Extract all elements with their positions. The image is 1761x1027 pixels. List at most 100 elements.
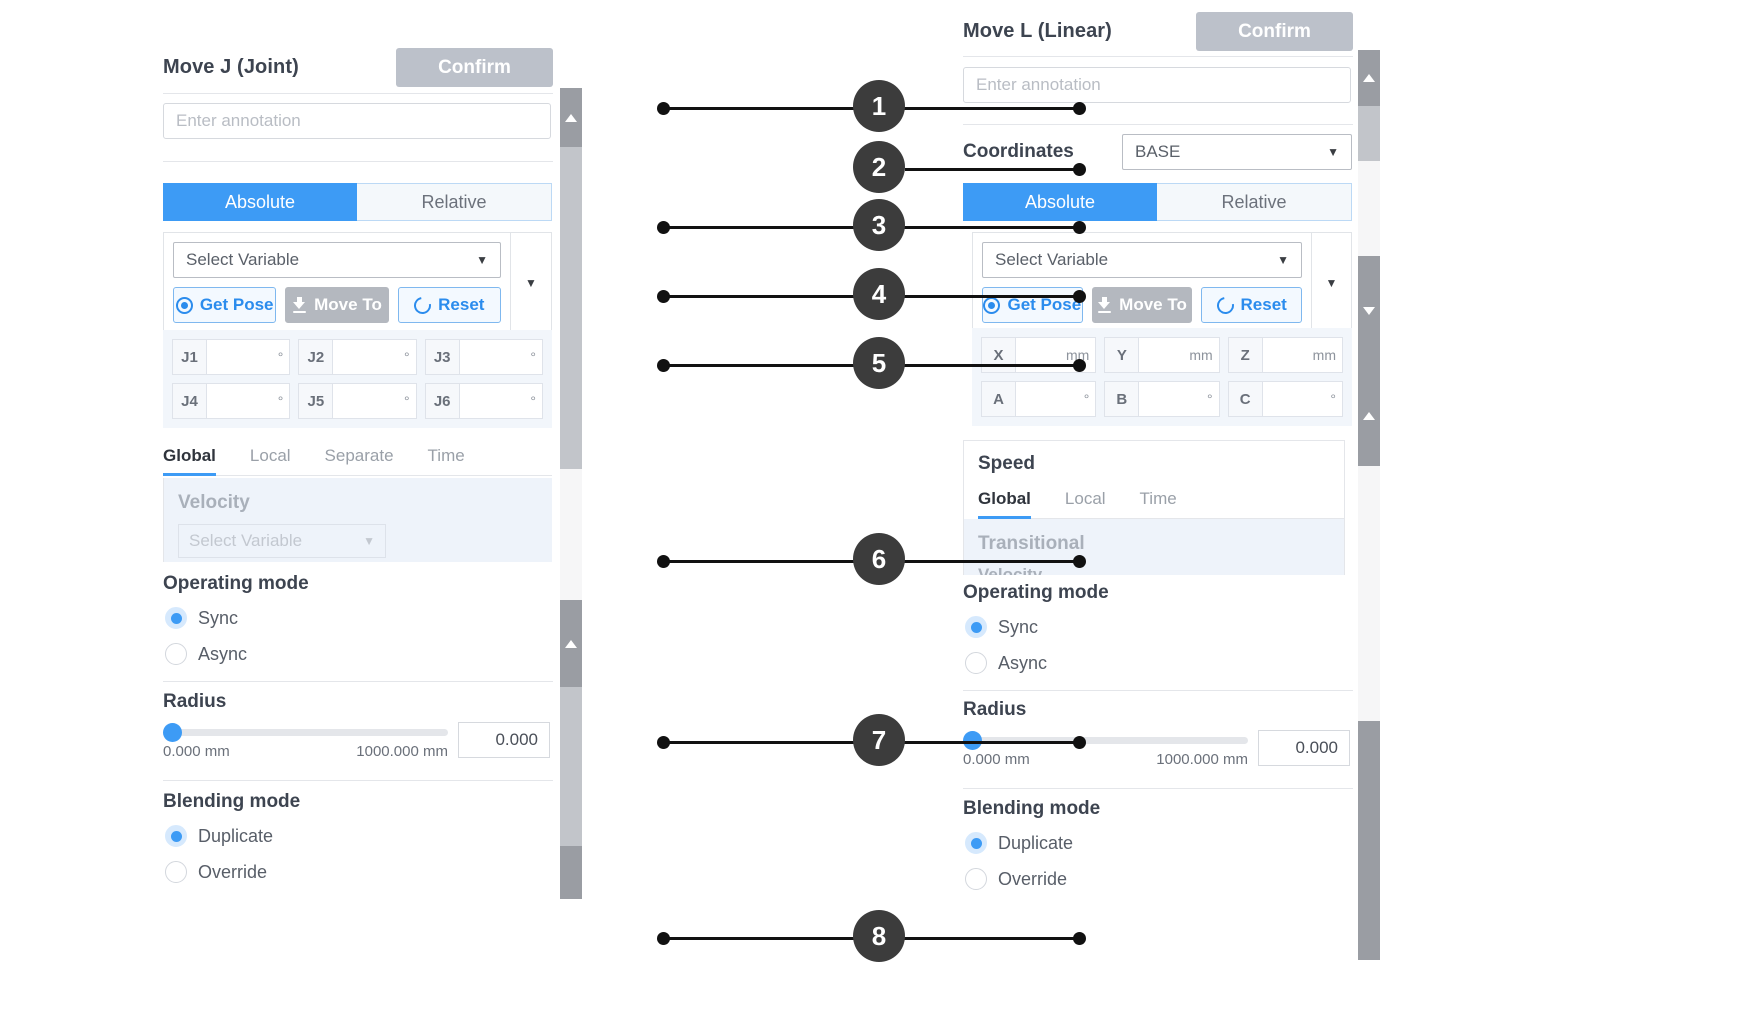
move-l-tab-local[interactable]: Local [1064, 489, 1106, 508]
divider [163, 780, 553, 781]
move-l-operating-mode-sync[interactable]: Sync [965, 616, 1038, 638]
callout-line-left-7 [662, 741, 842, 744]
target-icon [983, 296, 1001, 314]
download-icon [1097, 297, 1112, 313]
move-j-select-variable[interactable]: Select Variable ▼ [173, 242, 501, 278]
move-l-blending-mode-override[interactable]: Override [965, 868, 1067, 890]
scrollbar-thumb[interactable] [1358, 106, 1380, 161]
move-j-tab-time[interactable]: Time [427, 446, 465, 465]
move-j-radius-value-input[interactable]: 0.000 [458, 722, 550, 758]
move-l-confirm-button[interactable]: Confirm [1196, 12, 1353, 51]
scrollbar-up-arrow-2[interactable] [1358, 366, 1380, 466]
move-j-get-pose-button[interactable]: Get Pose [173, 287, 277, 323]
move-j-confirm-button[interactable]: Confirm [396, 48, 553, 87]
move-l-speed-card: Speed Global Local Time Transitional Vel… [963, 440, 1345, 575]
move-l-annotation-input[interactable] [963, 67, 1351, 103]
pose-field-y[interactable]: Y mm [1104, 337, 1220, 373]
chevron-up-icon [1363, 412, 1375, 420]
move-j-operating-mode-sync[interactable]: Sync [165, 607, 238, 629]
callout-line-left-1 [662, 107, 842, 110]
chevron-down-icon [1363, 307, 1375, 315]
move-j-get-pose-label: Get Pose [199, 295, 274, 314]
scrollbar-down-arrow-2[interactable] [1358, 721, 1380, 960]
move-j-radius-title: Radius [163, 691, 227, 712]
move-j-blending-mode-override[interactable]: Override [165, 861, 267, 883]
scrollbar-thumb[interactable] [560, 147, 582, 469]
move-l-radius-min: 0.000 mm [963, 751, 1030, 768]
divider [163, 93, 553, 94]
move-j-scrollbar[interactable] [560, 88, 582, 899]
move-j-velocity-box: Velocity Select Variable ▼ [163, 478, 552, 562]
joint-field-j4[interactable]: J4 ° [172, 383, 291, 419]
move-j-blending-mode-duplicate[interactable]: Duplicate [165, 825, 273, 847]
move-l-operating-mode-async[interactable]: Async [965, 652, 1047, 674]
move-l-select-variable[interactable]: Select Variable ▼ [982, 242, 1302, 278]
joint-field-j5[interactable]: J5 ° [298, 383, 417, 419]
move-l-tab-time[interactable]: Time [1139, 489, 1177, 508]
scrollbar-track[interactable] [560, 469, 582, 600]
move-l-get-pose-button[interactable]: Get Pose [982, 287, 1083, 323]
move-l-expand-toggle[interactable]: ▼ [1312, 232, 1352, 333]
move-j-tab-relative[interactable]: Relative [357, 183, 552, 221]
joint-field-j5-unit: ° [404, 393, 410, 409]
radio-icon [965, 616, 987, 638]
move-j-expand-toggle[interactable]: ▼ [511, 232, 552, 333]
scrollbar-track[interactable] [1358, 466, 1380, 721]
scrollbar-up-arrow[interactable] [1358, 50, 1380, 106]
callout-badge-6: 6 [853, 533, 905, 585]
move-l-select-variable-value: Select Variable [995, 250, 1109, 269]
refresh-icon [1213, 293, 1237, 317]
scrollbar-up-arrow[interactable] [560, 88, 582, 147]
move-l-reset-button[interactable]: Reset [1201, 287, 1303, 323]
scrollbar-end-arrow[interactable] [560, 846, 582, 899]
pose-field-a[interactable]: A ° [981, 381, 1097, 417]
move-j-blending-override-label: Override [198, 861, 268, 882]
pose-field-c-label: C [1228, 382, 1263, 416]
move-j-radius-slider[interactable] [163, 723, 448, 742]
move-l-coordinates-select[interactable]: BASE ▼ [1122, 134, 1352, 170]
move-j-move-to-button[interactable]: Move To [285, 287, 389, 323]
callout-line-left-6 [662, 560, 842, 563]
move-l-move-to-label: Move To [1119, 295, 1187, 314]
move-l-scrollbar[interactable] [1358, 50, 1380, 960]
joint-field-j1[interactable]: J1 ° [172, 339, 291, 375]
move-l-radius-slider[interactable] [963, 731, 1248, 750]
joint-field-row: J4 ° J5 ° J6 ° [172, 383, 543, 419]
move-j-panel: Move J (Joint) Confirm Absolute Relative… [163, 0, 553, 1027]
slider-knob[interactable] [163, 723, 182, 742]
scrollbar-track[interactable] [1358, 161, 1380, 256]
pose-field-z[interactable]: Z mm [1227, 337, 1343, 373]
move-j-tab-absolute[interactable]: Absolute [163, 183, 357, 221]
move-l-tab-global[interactable]: Global [978, 489, 1047, 519]
move-l-panel: Move L (Linear) Confirm Coordinates BASE… [963, 0, 1353, 1027]
move-j-operating-mode-async[interactable]: Async [165, 643, 247, 665]
scrollbar-down-arrow[interactable] [1358, 256, 1380, 366]
move-l-tab-absolute[interactable]: Absolute [963, 183, 1157, 221]
move-j-tab-global[interactable]: Global [163, 446, 232, 476]
move-j-blending-duplicate-label: Duplicate [198, 825, 274, 846]
callout-badge-4: 4 [853, 268, 905, 320]
pose-field-c[interactable]: C ° [1227, 381, 1343, 417]
move-j-tab-separate[interactable]: Separate [324, 446, 394, 465]
move-l-tab-relative[interactable]: Relative [1157, 183, 1352, 221]
scrollbar-down-arrow[interactable] [560, 600, 582, 687]
move-j-reset-button[interactable]: Reset [397, 287, 501, 323]
move-j-annotation-input[interactable] [163, 103, 551, 139]
move-l-radius-value-input[interactable]: 0.000 [1258, 730, 1350, 766]
callout-badge-5: 5 [853, 337, 905, 389]
scrollbar-thumb[interactable] [560, 687, 582, 846]
slider-knob[interactable] [963, 731, 982, 750]
move-l-blending-mode-duplicate[interactable]: Duplicate [965, 832, 1073, 854]
callout-line-left-8 [662, 937, 842, 940]
pose-field-a-label: A [982, 382, 1016, 416]
move-l-coordinates-label: Coordinates [963, 141, 1074, 162]
joint-field-j2[interactable]: J2 ° [298, 339, 417, 375]
move-j-velocity-select[interactable]: Select Variable ▼ [178, 524, 386, 558]
callout-dot-right-4 [1073, 290, 1086, 303]
move-j-tab-local[interactable]: Local [249, 446, 291, 465]
callout-badge-1: 1 [853, 80, 905, 132]
move-l-move-to-button[interactable]: Move To [1091, 287, 1193, 323]
joint-field-j6[interactable]: J6 ° [424, 383, 543, 419]
pose-field-b[interactable]: B ° [1104, 381, 1220, 417]
joint-field-j3[interactable]: J3 ° [424, 339, 543, 375]
